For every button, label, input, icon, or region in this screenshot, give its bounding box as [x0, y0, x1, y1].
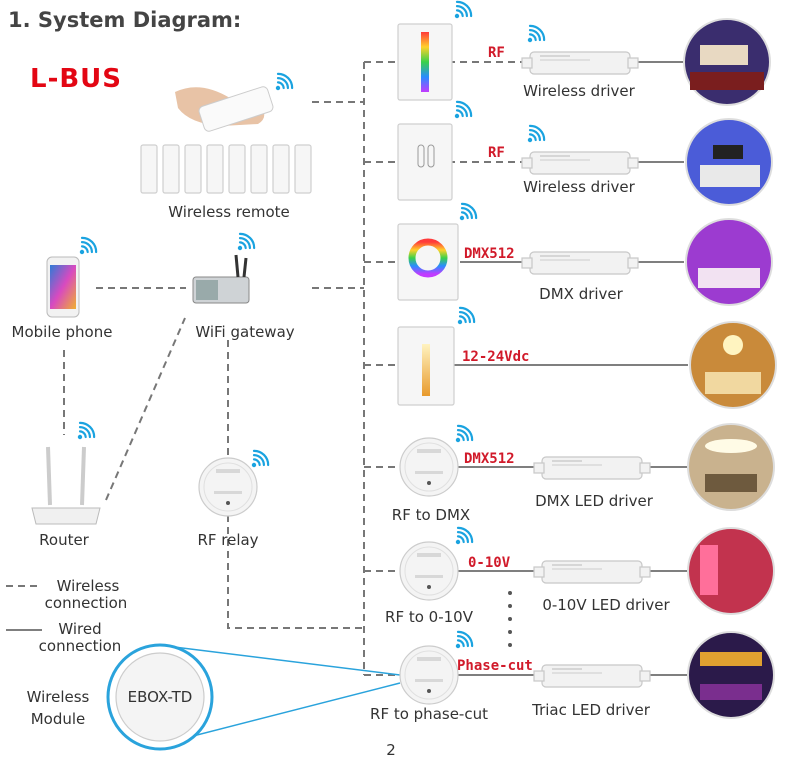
wifi-icon — [454, 523, 477, 546]
signal-rf-1: RF — [488, 45, 505, 61]
ebox-td-module-image — [115, 652, 205, 742]
dmx-led-driver-label: DMX LED driver — [535, 492, 654, 510]
led-driver-0-10v-label: 0-10V LED driver — [542, 596, 670, 614]
rf-relay-label: RF relay — [197, 531, 258, 549]
signal-dmx512-2: DMX512 — [464, 451, 515, 467]
led-driver-image — [521, 51, 639, 75]
legend-wireless-label-2: connection — [45, 594, 128, 612]
led-driver-image — [521, 151, 639, 175]
triac-led-driver-label: Triac LED driver — [531, 701, 651, 719]
gateway-image — [192, 254, 250, 304]
signal-0-10v: 0-10V — [468, 555, 511, 571]
legend-wired-label-2: connection — [39, 637, 122, 655]
rf-to-dmx-label: RF to DMX — [392, 506, 470, 524]
ebox-td-label: EBOX-TD — [128, 688, 193, 706]
led-driver-image — [521, 251, 639, 275]
mobile-phone-image — [46, 256, 80, 318]
page-number: 2 — [386, 741, 396, 759]
signal-dmx512-1: DMX512 — [464, 246, 515, 262]
remote-row-image — [140, 144, 312, 194]
router-label: Router — [39, 531, 90, 549]
wireless-module-label-2: Module — [31, 710, 86, 728]
wifi-icon — [274, 69, 297, 92]
wifi-icon — [453, 0, 476, 20]
wall-panel-image — [397, 23, 453, 101]
wifi-icon — [458, 199, 481, 222]
wifi-icon — [454, 421, 477, 444]
diagram-title: 1. System Diagram: — [8, 8, 241, 32]
room-photo — [687, 527, 775, 615]
room-photo — [685, 218, 773, 306]
legend-wireless-label-1: Wireless — [57, 577, 120, 595]
wifi-icon — [526, 21, 549, 44]
remote-hand-image — [175, 86, 274, 132]
mobile-phone-label: Mobile phone — [12, 323, 113, 341]
wall-panel-image — [397, 223, 459, 301]
wifi-icon — [78, 233, 101, 256]
room-photo — [683, 18, 771, 106]
legend-wired-label-1: Wired — [58, 620, 101, 638]
room-photo — [687, 631, 775, 719]
room-photo — [687, 423, 775, 511]
rf-to-0-10v-label: RF to 0-10V — [385, 608, 474, 626]
rf-to-dmx-image — [399, 437, 459, 497]
wall-panel-image — [397, 123, 453, 201]
wireless-driver-label-2: Wireless driver — [523, 178, 635, 196]
signal-phase-cut: Phase-cut — [457, 658, 533, 674]
wifi-icon — [453, 97, 476, 120]
wifi-icon — [250, 446, 273, 469]
led-driver-image — [533, 456, 651, 480]
signal-vdc: 12-24Vdc — [462, 349, 529, 365]
wifi-icon — [526, 121, 549, 144]
wifi-icon — [76, 418, 99, 441]
continuation-dots — [508, 591, 512, 647]
wireless-module-label-1: Wireless — [27, 688, 90, 706]
wifi-icon — [236, 229, 259, 252]
relay-bus-link — [227, 515, 364, 629]
module-callout-lines — [157, 644, 401, 746]
room-photo — [685, 118, 773, 206]
dmx-driver-label: DMX driver — [539, 285, 623, 303]
wifi-icon — [454, 627, 477, 650]
led-driver-image — [533, 560, 651, 584]
room-photo — [689, 321, 777, 409]
wireless-driver-label-1: Wireless driver — [523, 82, 635, 100]
router-image — [31, 446, 101, 525]
wall-panel-image — [397, 326, 455, 406]
brand-logo: L-BUS — [30, 64, 122, 94]
led-driver-image — [533, 664, 651, 688]
router-gateway-link — [105, 317, 186, 501]
wireless-remote-label: Wireless remote — [168, 203, 290, 221]
wifi-gateway-label: WiFi gateway — [195, 323, 294, 341]
signal-rf-2: RF — [488, 145, 505, 161]
rf-to-phase-cut-image — [399, 645, 459, 705]
rf-to-0-10v-image — [399, 541, 459, 601]
wifi-icon — [456, 303, 479, 326]
rf-relay-image — [198, 457, 258, 517]
rf-to-phase-cut-label: RF to phase-cut — [370, 705, 488, 723]
